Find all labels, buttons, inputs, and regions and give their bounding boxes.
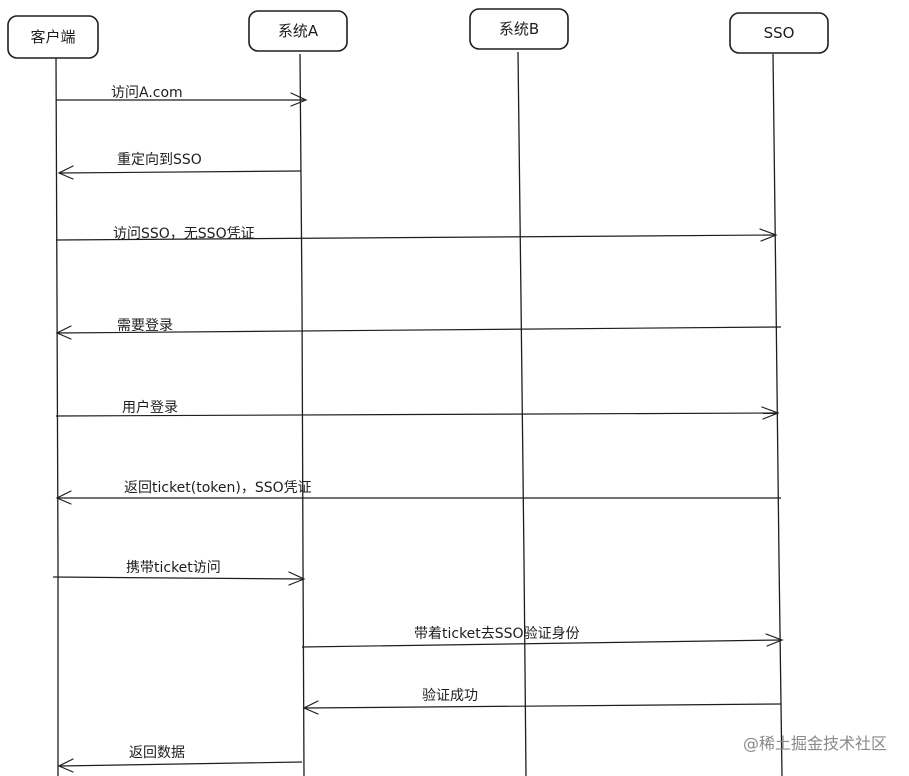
message-9-arrowhead [302,700,319,715]
message-3: 访问SSO，无SSO凭证 [55,226,778,242]
message-7-line [52,576,304,580]
message-4-arrowhead [55,325,72,340]
message-7-arrowhead [288,571,306,586]
message-6-label: 返回ticket(token)，SSO凭证 [124,480,312,496]
message-10: 返回数据 [57,745,303,773]
message-3-label: 访问SSO，无SSO凭证 [113,226,255,242]
message-9: 验证成功 [302,688,782,715]
message-2-label: 重定向到SSO [117,152,202,168]
message-5-line [55,412,778,417]
participant-sso-label: SSO [764,24,795,42]
message-10-line [59,761,303,767]
message-6-arrowhead [55,490,72,505]
message-3-arrowhead [759,228,778,242]
message-2-line [59,170,302,174]
message-10-arrowhead [57,758,74,773]
message-7: 携带ticket访问 [52,560,306,586]
lifeline-sysA [299,53,305,776]
message-1: 访问A.com [56,85,308,107]
message-1-arrowhead [290,92,308,107]
message-8: 带着ticket去SSO验证身份 [301,626,784,648]
participant-sysA-label: 系统A [278,22,319,40]
message-5: 用户登录 [55,399,780,420]
message-4: 需要登录 [55,318,782,340]
message-2: 重定向到SSO [57,152,302,180]
message-8-arrowhead [765,633,784,647]
message-8-line [301,639,782,648]
message-10-label: 返回数据 [129,745,185,761]
participant-client: 客户端 [7,15,99,59]
message-7-label: 携带ticket访问 [126,560,221,576]
message-9-label: 验证成功 [422,688,478,704]
message-9-line [304,703,782,709]
participant-sysA: 系统A [248,10,348,52]
lifelines [55,51,783,776]
message-2-arrowhead [57,165,74,180]
message-6: 返回ticket(token)，SSO凭证 [55,480,781,505]
participant-sso: SSO [729,12,829,54]
watermark: @稀土掘金技术社区 [743,734,887,753]
lifeline-sso [772,53,783,776]
participant-client-label: 客户端 [30,28,75,46]
message-3-line [55,234,776,241]
message-5-label: 用户登录 [122,399,178,416]
message-8-label: 带着ticket去SSO验证身份 [414,626,580,642]
message-4-label: 需要登录 [117,318,173,334]
participant-sysB-label: 系统B [499,20,539,38]
lifeline-sysB [517,51,527,776]
participant-sysB: 系统B [469,8,569,50]
lifeline-client [55,57,59,776]
message-5-arrowhead [761,406,780,420]
message-1-label: 访问A.com [111,85,183,101]
message-4-line [57,326,782,334]
